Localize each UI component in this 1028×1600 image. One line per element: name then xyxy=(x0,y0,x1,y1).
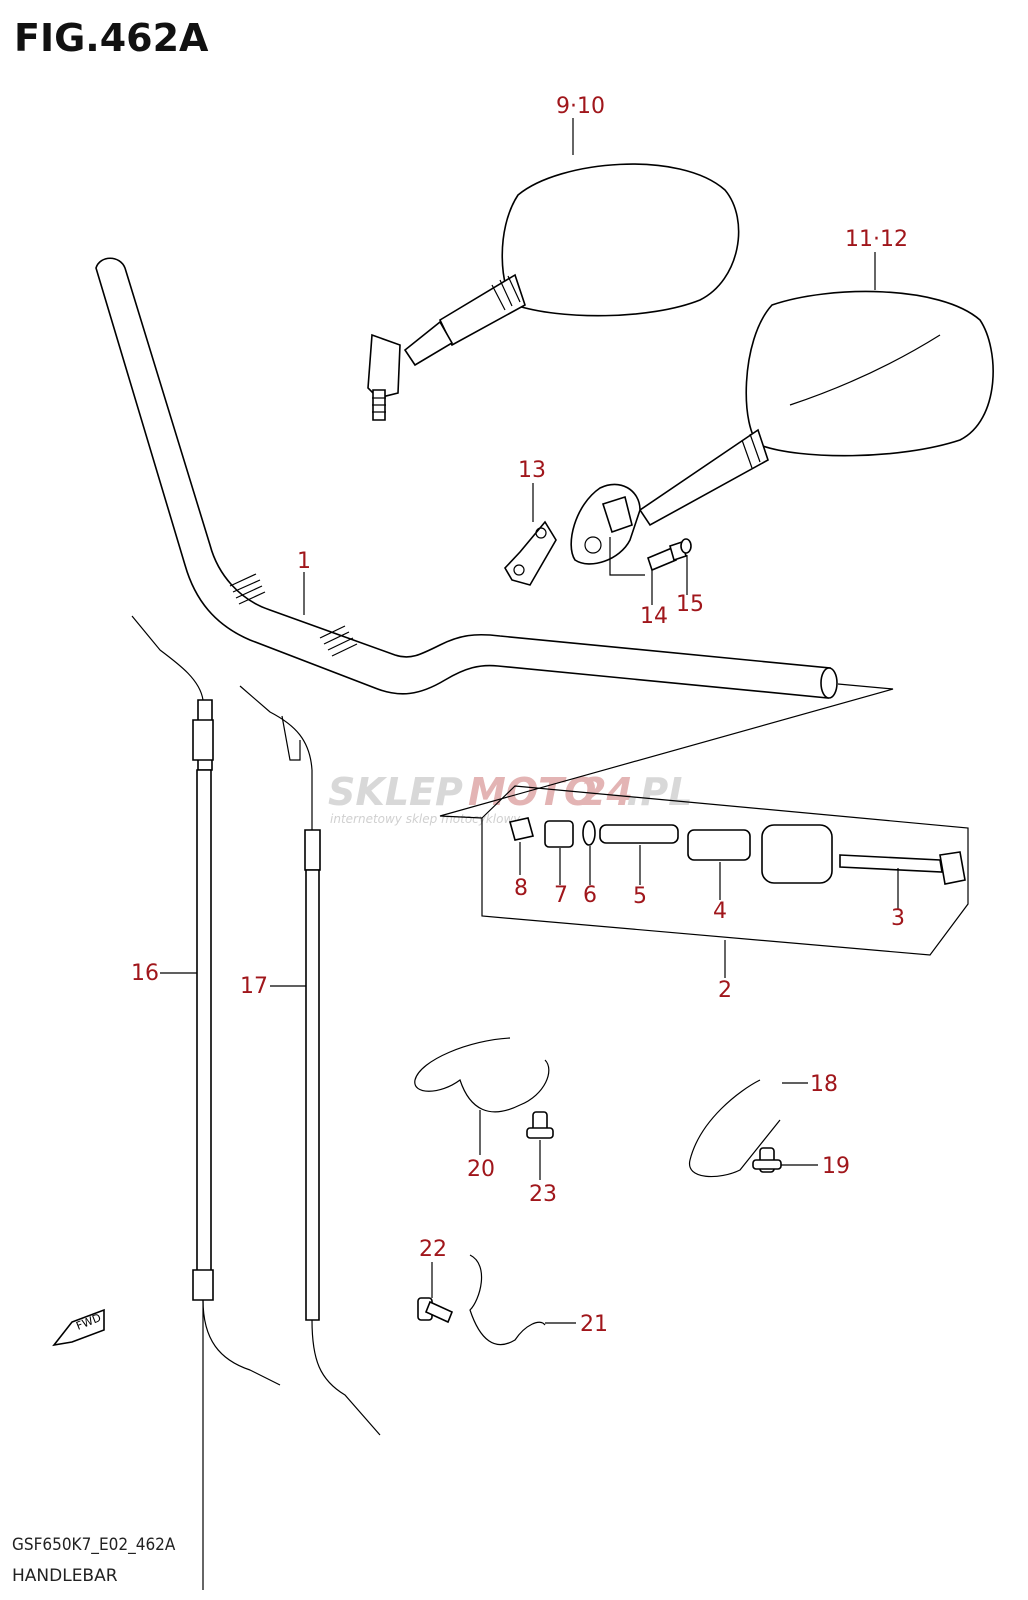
bar-end-parts xyxy=(509,817,966,885)
watermark-brand-a: SKLEP xyxy=(328,770,463,814)
sleeve-5 xyxy=(599,824,679,844)
cable-17 xyxy=(239,685,381,1436)
damper-4 xyxy=(687,829,751,861)
callout-6: 6 xyxy=(583,883,597,908)
mirror-left xyxy=(367,163,740,421)
bolt-22 xyxy=(417,1297,454,1324)
callout-1: 1 xyxy=(297,549,311,574)
callout-21: 21 xyxy=(580,1312,608,1337)
screw-3 xyxy=(839,854,943,873)
callout-19: 19 xyxy=(822,1154,850,1179)
figure-code: GSF650K7_E02_462A xyxy=(12,1535,176,1555)
callout-16: 16 xyxy=(131,961,159,986)
callout-11-12: 11·12 xyxy=(845,227,908,252)
mirror-right xyxy=(570,290,994,565)
washer-15 xyxy=(680,538,692,554)
watermark: SKLEP MOTO 24 .PL internetowy sklep moto… xyxy=(328,770,693,826)
callout-15: 15 xyxy=(676,592,704,617)
plate-13 xyxy=(504,520,557,586)
cable-16 xyxy=(131,615,281,1590)
clamp-20 xyxy=(414,1037,550,1113)
collar-7 xyxy=(544,820,574,848)
callout-8: 8 xyxy=(514,876,528,901)
watermark-brand-d: .PL xyxy=(626,770,693,814)
figure-name: HANDLEBAR xyxy=(12,1566,118,1586)
callout-7: 7 xyxy=(554,883,568,908)
callout-2: 2 xyxy=(718,978,732,1003)
callout-9-10: 9·10 xyxy=(556,94,605,119)
leader-lines xyxy=(160,118,899,1324)
bar-end-weight xyxy=(761,824,833,884)
handlebar-1 xyxy=(95,257,838,699)
clamp-21 xyxy=(469,1254,546,1346)
figure-title: FIG.462A xyxy=(14,16,209,60)
callout-17: 17 xyxy=(240,974,268,999)
callout-5: 5 xyxy=(633,884,647,909)
bolt-23 xyxy=(526,1111,554,1139)
watermark-brand-c: 24 xyxy=(580,770,633,814)
callout-4: 4 xyxy=(713,899,727,924)
callout-18: 18 xyxy=(810,1072,838,1097)
callout-3: 3 xyxy=(891,906,905,931)
bar-end-assembly-box xyxy=(439,683,969,956)
watermark-tagline: internetowy sklep motocyklowy xyxy=(330,812,521,826)
callout-22: 22 xyxy=(419,1237,447,1262)
callout-13: 13 xyxy=(518,458,546,483)
clamp-18 xyxy=(689,1079,781,1178)
nut-8 xyxy=(509,817,534,841)
callout-23: 23 xyxy=(529,1182,557,1207)
callout-20: 20 xyxy=(467,1157,495,1182)
bolt-19 xyxy=(752,1147,782,1173)
callouts: 9·10 11·12 13 14 15 1 8 7 6 5 4 3 2 16 1… xyxy=(131,94,908,1337)
fwd-arrow: FWD xyxy=(52,1308,105,1347)
callout-14: 14 xyxy=(640,604,668,629)
washer-6 xyxy=(582,820,596,846)
